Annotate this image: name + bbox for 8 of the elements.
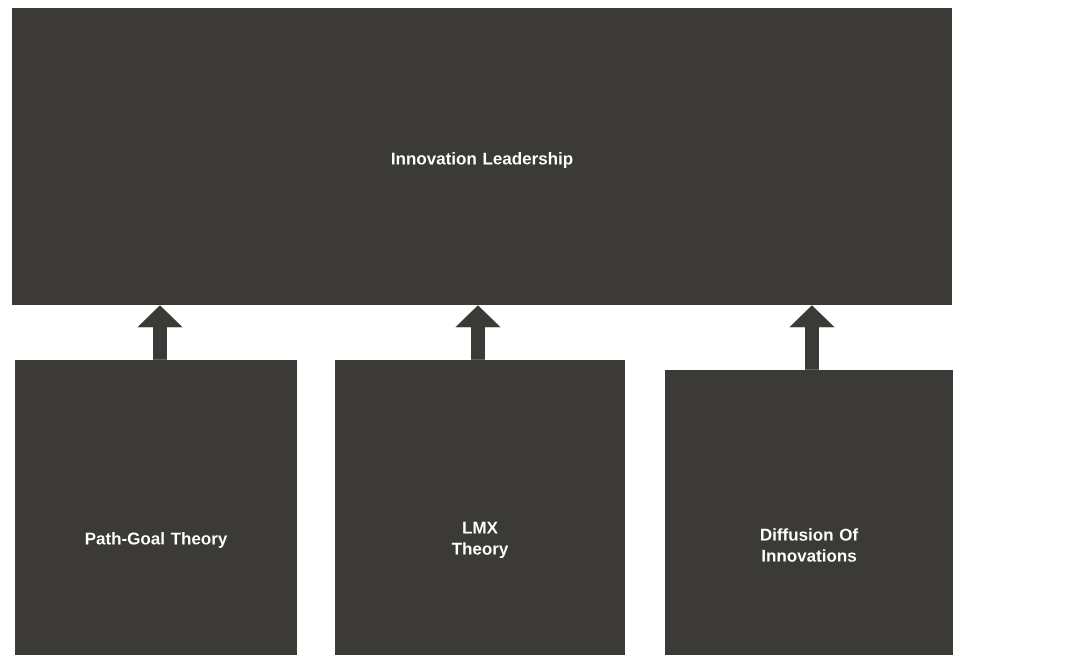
box-label: Innovation Leadership	[392, 152, 573, 168]
theory-box	[15, 360, 297, 655]
box-label: LMX Theory	[451, 521, 509, 559]
heading-box	[12, 8, 952, 305]
theory-box	[665, 370, 953, 655]
box-label: Path-Goal Theory	[85, 532, 228, 548]
theory-box	[335, 360, 625, 655]
box-label: Diffusion Of Innovations	[761, 528, 859, 562]
